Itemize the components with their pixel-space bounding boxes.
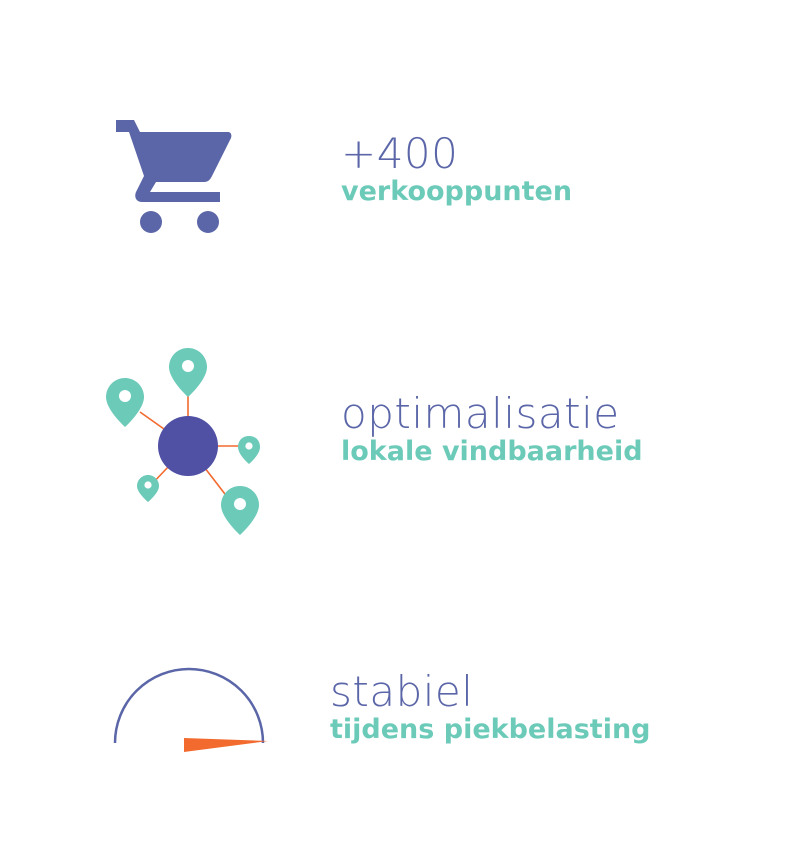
feature-headline: +400	[341, 129, 459, 178]
feature-sales-points: +400 verkooppunten	[0, 110, 785, 250]
shopping-cart-icon	[112, 118, 236, 236]
feature-text: optimalisatie lokale vindbaarheid	[341, 392, 643, 468]
feature-headline: optimalisatie	[341, 389, 620, 438]
feature-subline: tijdens piekbelasting	[330, 714, 651, 745]
location-network-icon	[100, 340, 270, 540]
feature-local-visibility: optimalisatie lokale vindbaarheid	[0, 340, 785, 540]
feature-subline: verkooppunten	[341, 176, 573, 207]
feature-text: +400 verkooppunten	[341, 132, 572, 208]
feature-stability: stabiel tijdens piekbelasting	[0, 660, 785, 770]
feature-headline: stabiel	[330, 667, 474, 716]
feature-subline: lokale vindbaarheid	[341, 436, 643, 467]
feature-text: stabiel tijdens piekbelasting	[330, 670, 651, 746]
speedometer-icon	[108, 660, 278, 760]
